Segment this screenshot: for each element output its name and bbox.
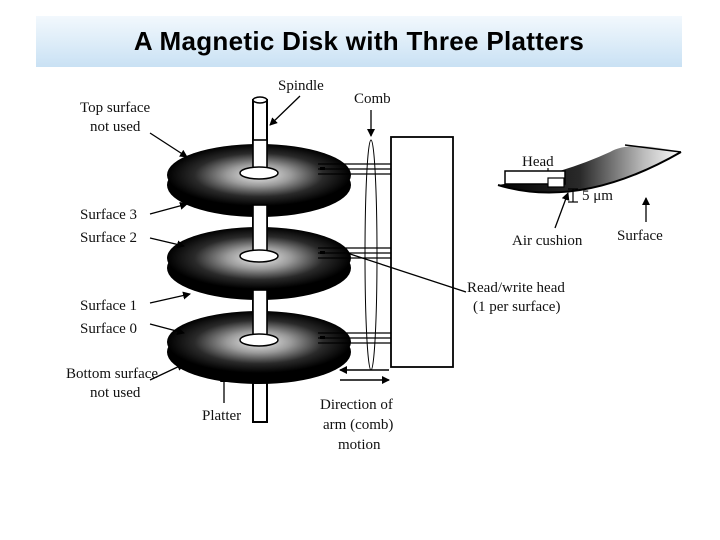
surface2-arrow	[149, 237, 185, 249]
label-surface0: Surface 0	[80, 321, 137, 337]
surface1-arrow	[149, 291, 191, 304]
slide-title: A Magnetic Disk with Three Platters	[133, 26, 585, 56]
spindle-top	[252, 96, 268, 104]
label-direction-3: motion	[338, 437, 381, 453]
label-bottom-surface-2: not used	[90, 385, 141, 401]
label-top-surface-2: not used	[90, 119, 141, 135]
spindle-arrow	[269, 95, 301, 126]
label-direction-2: arm (comb)	[323, 417, 393, 433]
label-surface: Surface	[617, 228, 663, 244]
label-rw-head-1: Read/write head	[467, 280, 565, 296]
label-comb: Comb	[354, 91, 391, 107]
label-platter: Platter	[202, 408, 241, 424]
title-bar: A Magnetic Disk with Three Platters	[36, 16, 682, 67]
label-surface3: Surface 3	[80, 207, 137, 223]
surface0-arrow	[149, 323, 185, 336]
label-rw-head-2: (1 per surface)	[473, 299, 560, 315]
platter-top	[167, 139, 351, 217]
motion-arrows	[339, 366, 390, 384]
top-surface-arrow	[149, 132, 188, 158]
label-direction-1: Direction of	[320, 397, 393, 413]
label-surface1: Surface 1	[80, 298, 137, 314]
label-surface2: Surface 2	[80, 230, 137, 246]
rw-heads	[320, 167, 325, 339]
label-bottom-surface-1: Bottom surface	[66, 366, 158, 382]
comb-block	[390, 136, 454, 368]
label-air-cushion: Air cushion	[512, 233, 583, 249]
surface3-arrow	[149, 201, 188, 215]
label-gap: 5 μm	[582, 188, 613, 204]
label-head: Head	[522, 154, 554, 170]
label-spindle: Spindle	[278, 78, 324, 94]
air-cushion-arrow	[554, 192, 570, 229]
head-detail-inset	[497, 144, 682, 229]
platter-bottom	[167, 289, 351, 384]
platter-middle	[167, 204, 351, 300]
bottom-surface-arrow	[149, 363, 185, 381]
label-top-surface-1: Top surface	[80, 100, 151, 116]
rw-head-leader-line	[346, 252, 467, 293]
comb-arms	[318, 163, 391, 344]
